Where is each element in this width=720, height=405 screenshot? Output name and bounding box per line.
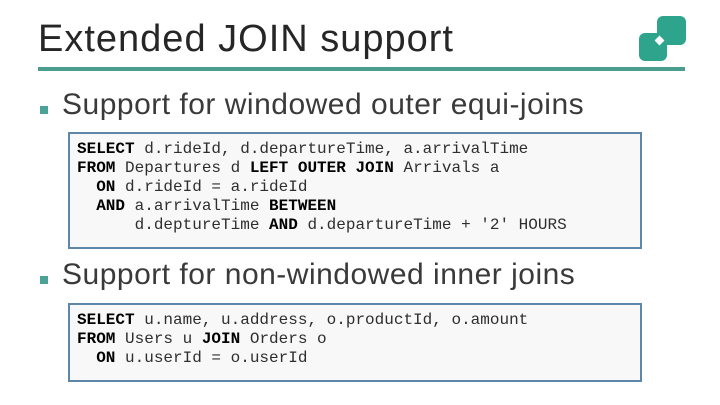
code-line: ON d.rideId = a.rideId — [96, 178, 308, 196]
code-line: FROM Departures d LEFT OUTER JOIN Arriva… — [77, 159, 500, 177]
page-title: Extended JOIN support — [38, 18, 454, 60]
code-line: SELECT d.rideId, d.departureTime, a.arri… — [77, 140, 529, 158]
logo-square-bottom-left — [639, 33, 667, 61]
code-line: AND a.arrivalTime BETWEEN — [96, 197, 337, 215]
code-line: FROM Users u JOIN Orders o — [77, 330, 327, 348]
bullet-square-icon — [40, 276, 48, 284]
code-block-windowed-outer-join: SELECT d.rideId, d.departureTime, a.arri… — [68, 132, 642, 249]
code-block-inner-join: SELECT u.name, u.address, o.productId, o… — [68, 303, 642, 382]
overlapping-squares-icon — [639, 15, 687, 63]
title-underline — [38, 67, 685, 71]
code-line: SELECT u.name, u.address, o.productId, o… — [77, 311, 529, 329]
bullet-square-icon — [40, 106, 48, 114]
bullet-label-non-windowed-joins: Support for non-windowed inner joins — [62, 258, 576, 291]
code-line: ON u.userId = o.userId — [96, 349, 308, 367]
bullet-label-windowed-joins: Support for windowed outer equi-joins — [62, 88, 585, 121]
code-line: d.deptureTime AND d.departureTime + '2' … — [77, 216, 567, 234]
